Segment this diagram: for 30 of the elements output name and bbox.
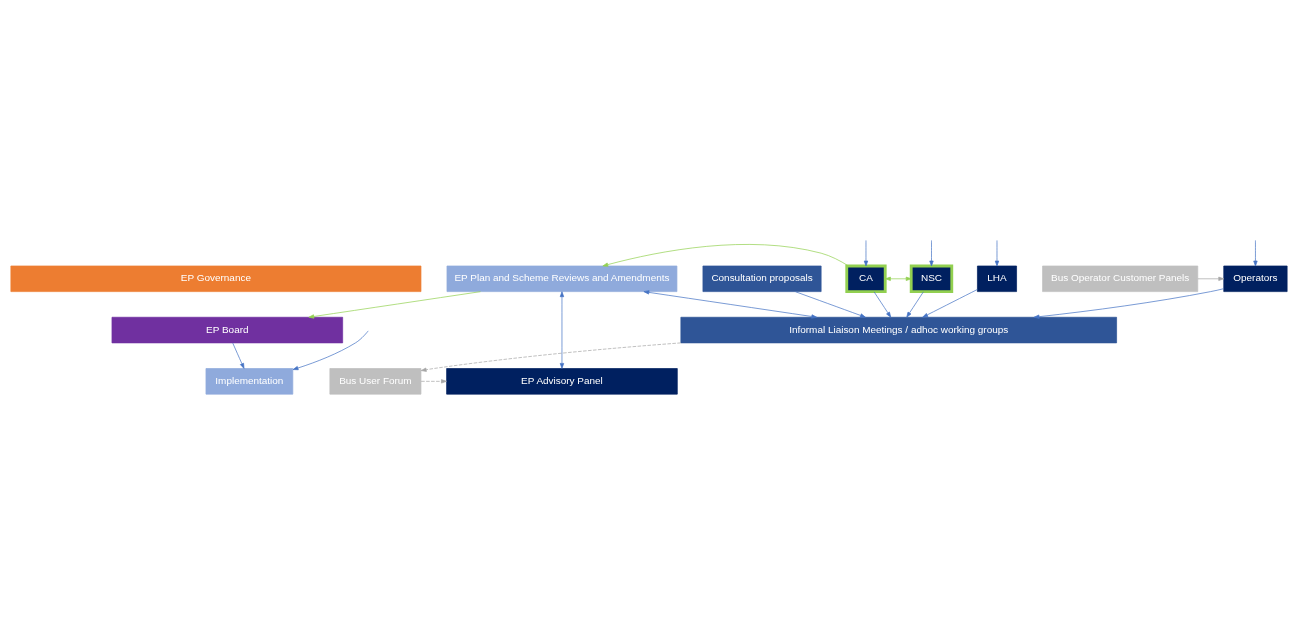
node-box: EP Governance <box>10 265 422 292</box>
node-box: Bus User Forum <box>329 368 422 395</box>
node-box: Bus Operator Customer Panels <box>1042 265 1199 292</box>
arrow <box>873 291 892 318</box>
arrow <box>232 342 245 369</box>
node-box: Operators <box>1223 265 1288 292</box>
node-box: NSC <box>909 264 954 294</box>
arrow <box>994 240 1000 267</box>
arrow <box>559 291 565 369</box>
arrow <box>308 291 481 319</box>
arrow <box>906 291 924 318</box>
arrow <box>292 330 369 371</box>
arrow <box>922 289 978 318</box>
arrow <box>1033 288 1225 319</box>
node-box: EP Plan and Scheme Reviews and Amendments <box>446 265 678 292</box>
arrow <box>885 276 912 281</box>
arrow <box>795 291 866 318</box>
node-box: EP Advisory Panel <box>446 368 678 395</box>
arrow <box>863 240 869 267</box>
arrow <box>420 379 447 384</box>
arrow <box>929 240 934 267</box>
node-box: Consultation proposals <box>702 265 822 292</box>
arrow <box>1197 276 1225 281</box>
node-box: Implementation <box>205 368 294 395</box>
arrow <box>602 244 849 267</box>
node-box: CA <box>845 264 887 294</box>
arrow <box>1253 240 1258 267</box>
node-box: LHA <box>977 265 1017 292</box>
arrow <box>420 342 682 372</box>
arrow <box>643 290 818 319</box>
